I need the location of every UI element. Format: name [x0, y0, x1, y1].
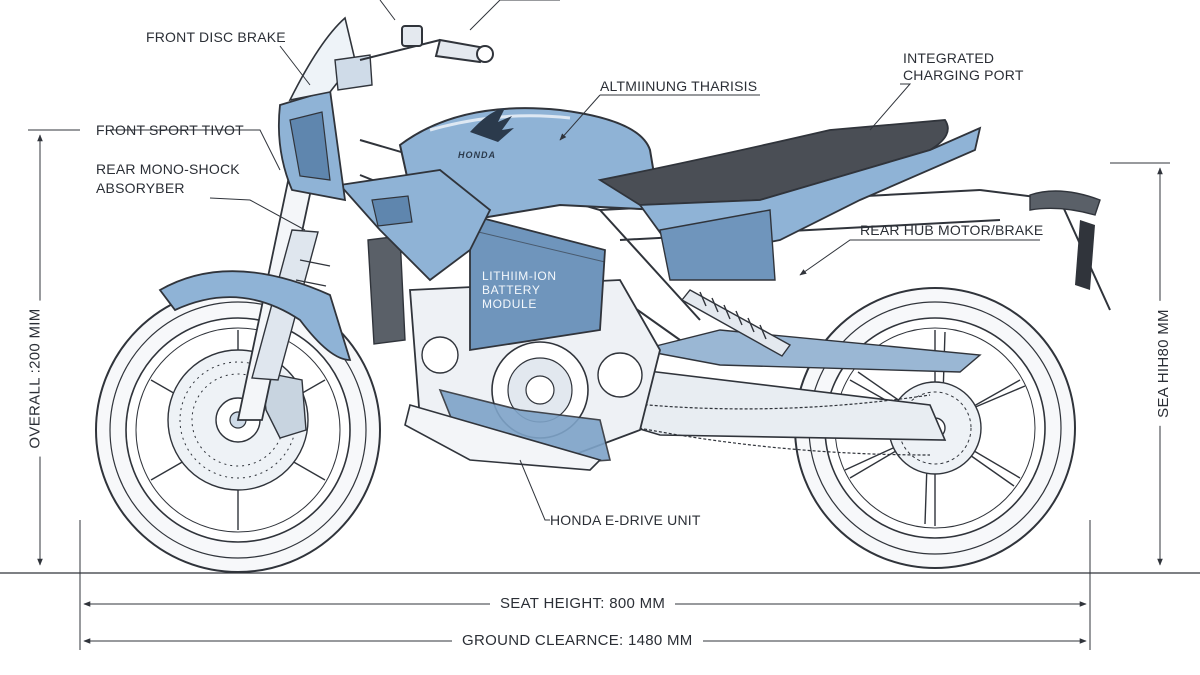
instrument-cluster — [334, 54, 373, 91]
label-rear-hub-motor: REAR HUB MOTOR/BRAKE — [860, 222, 1044, 238]
dim-ground-clearance: GROUND CLEARNCE: 1480 MM — [452, 632, 703, 649]
dim-seat-height-vertical: SEA HIH80 MM — [1154, 301, 1172, 426]
label-battery-line2: BATTERY — [482, 283, 541, 297]
label-rear-mono-shock-line1: REAR MONO-SHOCK — [96, 161, 240, 177]
dim-overall-vertical: OVERALL :200 MIM — [26, 300, 44, 457]
tank-brand-text: HONDA — [458, 150, 496, 160]
front-fender — [158, 270, 352, 361]
side-cooler — [367, 235, 406, 345]
callout-lines — [110, 0, 1040, 521]
seat — [597, 119, 949, 206]
rear-shock — [680, 289, 792, 357]
label-charging-port-line2: CHARGING PORT — [903, 67, 1024, 83]
label-rear-mono-shock-line2: ABSORYBER — [96, 180, 185, 196]
label-battery-line3: MODULE — [482, 297, 537, 311]
front-wheel — [95, 287, 381, 573]
belly-pan — [404, 404, 602, 471]
label-front-sport-pivot: FRONT SPORT TIVOT — [96, 122, 244, 138]
swingarm — [599, 329, 982, 456]
handlebar — [359, 25, 494, 64]
label-front-disc-brake: FRONT DISC BRAKE — [146, 29, 286, 45]
dim-seat-height: SEAT HEIGHT: 800 MM — [490, 595, 676, 612]
label-e-drive-unit: HONDA E-DRIVE UNIT — [550, 512, 701, 528]
honda-wing-emblem — [470, 108, 514, 142]
subframe-panel — [659, 209, 776, 281]
label-aluminium-chassis: ALTMIINUNG THARISIS — [600, 78, 758, 94]
battery-module — [469, 213, 606, 352]
label-charging-port-line1: INTEGRATED — [903, 50, 995, 66]
tank-shroud — [338, 169, 492, 282]
label-battery-line1: LITHIIM-ION — [482, 269, 557, 283]
